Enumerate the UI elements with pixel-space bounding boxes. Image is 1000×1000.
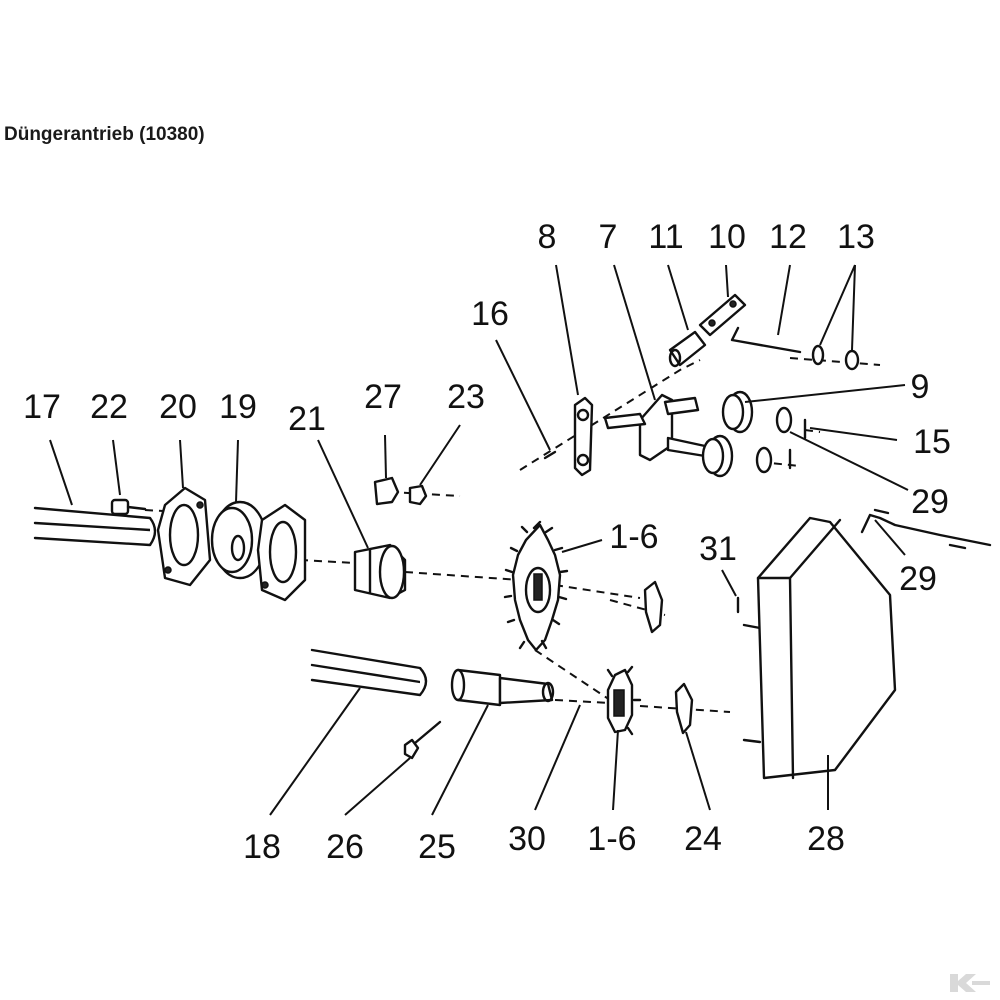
leader-16 — [495, 339, 551, 451]
label-8: 8 — [538, 218, 557, 256]
label-29-upper: 29 — [911, 483, 949, 521]
link-plate-10 — [698, 293, 747, 337]
clip-24-lower — [674, 682, 694, 735]
spring-29 — [860, 508, 992, 550]
leader-21 — [317, 439, 369, 549]
leader-17 — [49, 439, 73, 506]
clip-24-upper — [643, 580, 664, 634]
nut-27 — [373, 476, 400, 506]
label-15: 15 — [913, 423, 951, 461]
leader-19 — [235, 439, 239, 503]
sprocket-1-6-lower — [606, 665, 642, 736]
flange-20b — [256, 503, 307, 602]
leader-25 — [431, 704, 489, 816]
leader-22 — [112, 439, 121, 496]
label-23: 23 — [447, 378, 485, 416]
leader-30 — [534, 704, 581, 811]
leader-23 — [419, 424, 461, 486]
leader-18 — [269, 687, 361, 816]
leader-9 — [744, 384, 906, 403]
washer-29 — [755, 406, 793, 474]
label-21: 21 — [288, 400, 326, 438]
coupling-25 — [450, 668, 555, 707]
leader-8 — [555, 264, 579, 396]
cover-28 — [756, 516, 897, 780]
sleeve-11 — [668, 330, 707, 368]
shaft-18 — [310, 648, 428, 697]
link-axis-line — [519, 359, 701, 471]
label-28: 28 — [807, 820, 845, 858]
label-26: 26 — [326, 828, 364, 866]
nut-23 — [408, 484, 428, 506]
label-27: 27 — [364, 378, 402, 416]
label-7: 7 — [599, 218, 618, 256]
label-1-6-upper: 1-6 — [609, 518, 658, 556]
bracket-7 — [603, 393, 707, 462]
bushing-21 — [353, 543, 407, 600]
label-19: 19 — [219, 388, 257, 426]
label-1-6-lower: 1-6 — [587, 820, 636, 858]
label-20: 20 — [159, 388, 197, 426]
roller-9 — [701, 390, 754, 478]
label-10: 10 — [708, 218, 746, 256]
screw-26 — [403, 720, 442, 760]
bearing-19 — [210, 500, 268, 580]
lever-8 — [573, 396, 594, 477]
leader-24 — [685, 731, 711, 811]
leader-7 — [613, 264, 656, 401]
leader-15 — [809, 427, 898, 441]
leader-13 — [819, 264, 856, 351]
diagram-title: Düngerantrieb (10380) — [4, 124, 205, 145]
leader-1-6-lower — [612, 729, 619, 811]
washer-13 — [811, 344, 860, 371]
leader-12 — [777, 264, 791, 336]
pin-16 — [543, 450, 557, 460]
label-31: 31 — [699, 530, 737, 568]
sprocket-1-6-upper — [503, 520, 569, 652]
leader-11 — [667, 264, 689, 331]
label-30: 30 — [508, 820, 546, 858]
leader-27 — [384, 434, 387, 479]
leader-10 — [725, 264, 729, 298]
leader-31 — [721, 569, 737, 597]
split-pin-15 — [788, 418, 807, 470]
label-13: 13 — [837, 218, 875, 256]
lower-axis-line — [554, 699, 731, 713]
rod-12 — [730, 326, 802, 354]
leader-1-6-upper — [561, 539, 603, 553]
label-18: 18 — [243, 828, 281, 866]
label-11: 11 — [648, 218, 683, 256]
label-16: 16 — [471, 295, 509, 333]
leader-26 — [344, 757, 411, 816]
leader-20 — [179, 439, 184, 489]
label-17: 17 — [23, 388, 61, 426]
pin-31 — [736, 596, 762, 744]
label-25: 25 — [418, 828, 456, 866]
label-29-lower: 29 — [899, 560, 937, 598]
label-22: 22 — [90, 388, 128, 426]
label-24: 24 — [684, 820, 722, 858]
flange-20 — [156, 486, 212, 587]
bolt-22 — [110, 498, 147, 516]
leader-29a — [789, 431, 909, 491]
shaft-17 — [33, 506, 157, 547]
kramp-logo-icon — [950, 974, 990, 992]
label-12: 12 — [769, 218, 807, 256]
label-9: 9 — [911, 368, 930, 406]
leader-29b — [874, 519, 906, 556]
